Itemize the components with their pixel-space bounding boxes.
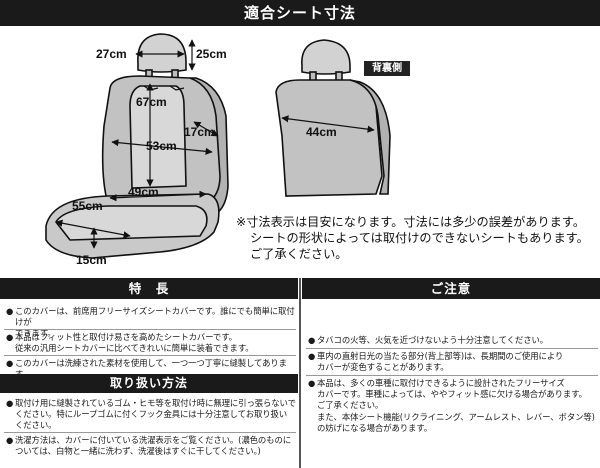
- section-title-bar: 適合シート寸法: [0, 0, 600, 26]
- back-width-dimension-line: [281, 115, 375, 133]
- handling-item: ● 取付け用に縫製されているゴム・ヒモ等を取付け時に無理に引っ張らないで くださ…: [6, 398, 296, 431]
- dimension-headrest-height: 25cm: [196, 47, 227, 61]
- handling-item: ● 洗濯方法は、カバーに付いている洗濯表示をご覧ください。(濃色のものに ついて…: [6, 435, 291, 457]
- caution-item: ● タバコの火等、火気を近づけないよう十分注意してください。: [308, 335, 549, 345]
- row-divider: [4, 329, 296, 330]
- dimension-backrest-width: 53cm: [146, 139, 177, 153]
- dimension-back-width: 44cm: [306, 125, 337, 139]
- front-seat-dimension-lines: [55, 39, 219, 249]
- seat-dimension-diagram: 27cm 25cm 67cm 17cm 53cm 49cm 55cm 15cm …: [45, 33, 391, 267]
- dimension-side-depth: 17cm: [184, 125, 215, 139]
- handling-title: 取り扱い方法: [109, 376, 188, 390]
- caution-item: ● 本品は、多くの車種に取付けできるように設計されたフリーサイズ カバーです。車…: [308, 378, 595, 433]
- caution-title: ご注意: [430, 281, 472, 296]
- section-title: 適合シート寸法: [243, 4, 356, 22]
- dimension-backrest-height: 67cm: [136, 95, 167, 109]
- dimension-cushion-depth: 55cm: [72, 199, 103, 213]
- row-divider: [306, 375, 598, 376]
- caution-item: ● 車内の直射日光の当たる部分(背上部等)は、長期間のご使用により カバーが変色…: [308, 351, 564, 373]
- row-divider: [306, 348, 598, 349]
- column-divider: [299, 278, 301, 468]
- dimension-note-1: ※寸法表示は目安になります。寸法には多少の誤差があります。: [236, 215, 586, 229]
- features-header: 特 長: [0, 278, 298, 299]
- caution-header: ご注意: [302, 278, 600, 299]
- dimension-note-2: シートの形状によっては取付けのできないシートもあります。: [250, 231, 589, 245]
- row-divider: [4, 355, 296, 356]
- front-seat-illustration: [45, 33, 229, 259]
- handling-header: 取り扱い方法: [0, 374, 298, 393]
- feature-item: ● 本品はフィット性と取付け易さを高めたシートカバーです。 従来の汎用シートカバ…: [6, 332, 254, 354]
- dimension-headrest-width: 27cm: [96, 47, 127, 61]
- dimension-cushion-width: 49cm: [128, 185, 159, 199]
- feature-item: ● このカバーは、前席用フリーサイズシートカバーです。誰にでも簡単に取付けが で…: [6, 306, 295, 339]
- dimension-cushion-side: 15cm: [76, 253, 107, 267]
- features-title: 特 長: [128, 281, 170, 296]
- back-side-label: 背裏側: [364, 61, 410, 76]
- dimension-note-3: ご了承ください。: [250, 247, 348, 261]
- row-divider: [4, 432, 296, 433]
- back-seat-illustration: [275, 39, 391, 197]
